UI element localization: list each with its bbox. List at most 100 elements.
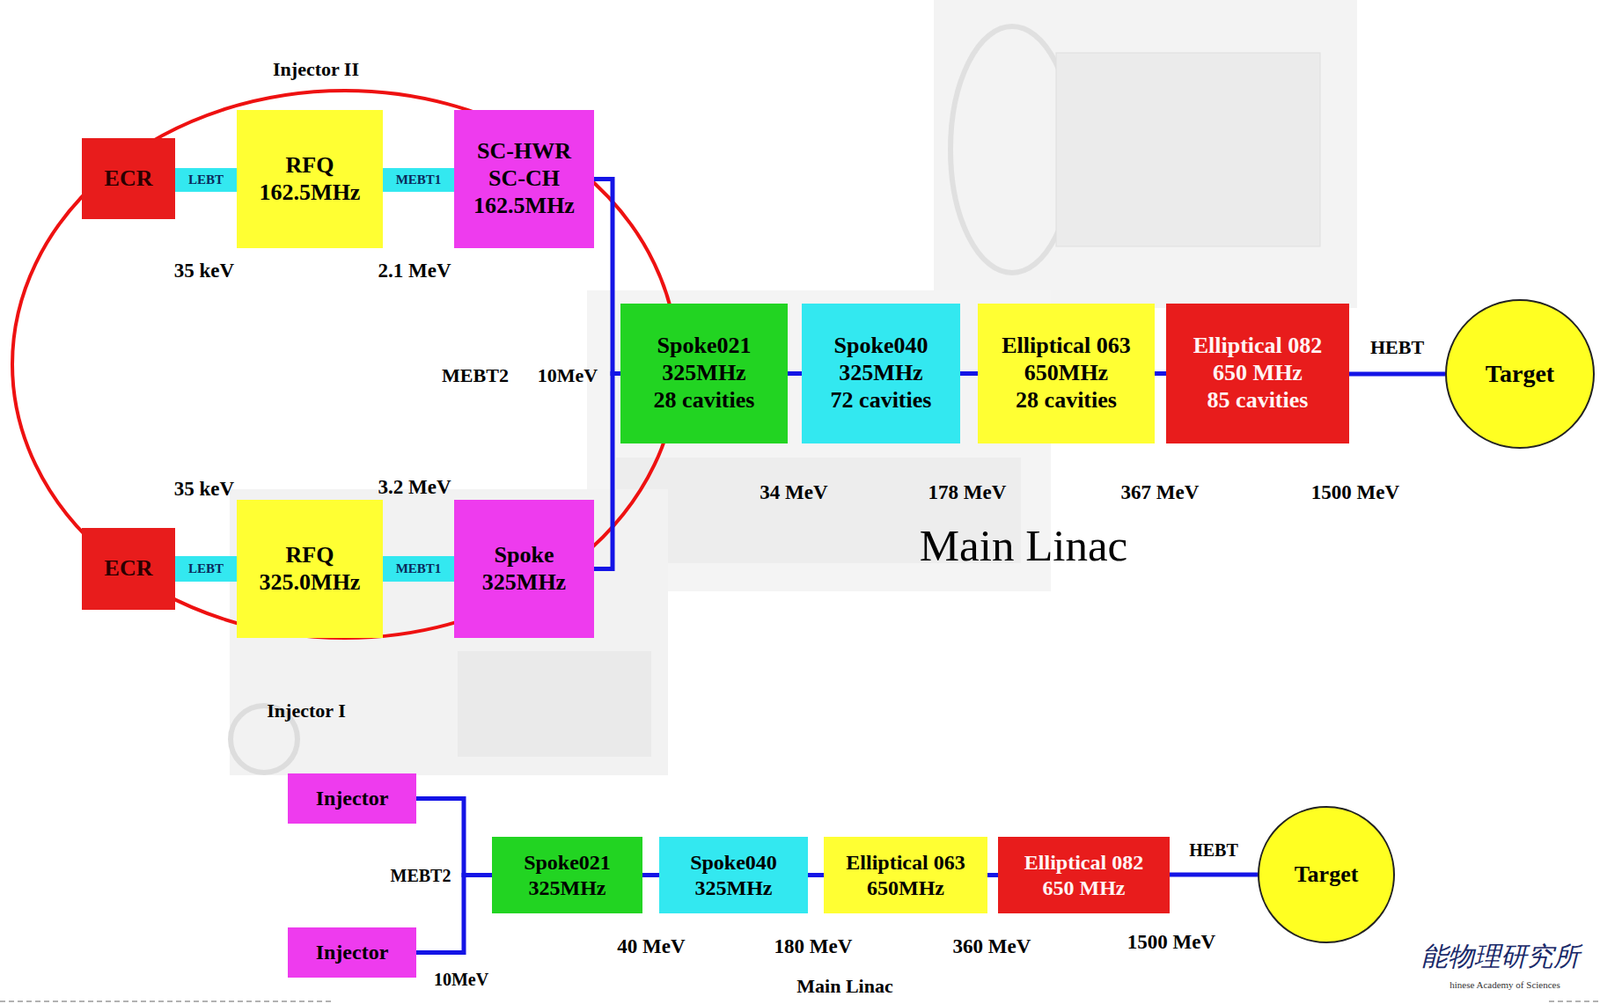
cavity-box: SC-HWRSC-CH162.5MHz: [454, 110, 595, 249]
node-text: LEBT: [188, 561, 224, 578]
energy-label: 35 keV: [174, 477, 235, 501]
linac-section-box: Spoke021325MHz28 cavities: [620, 303, 788, 444]
beam-line: [642, 873, 660, 878]
linac-section-box: Elliptical 063650MHz28 cavities: [977, 303, 1155, 444]
linac-section-box: Elliptical 082650 MHz: [998, 836, 1170, 914]
footer-rule: [0, 1000, 335, 1003]
node-text: Elliptical 063: [845, 850, 965, 875]
beam-line: [594, 374, 621, 570]
node-text: LEBT: [188, 172, 224, 189]
linac-section-box: Spoke021325MHz: [491, 836, 643, 914]
node-text: 28 cavities: [1015, 387, 1117, 415]
rfq-box: RFQ325.0MHz: [236, 499, 383, 639]
beam-line: [416, 799, 492, 876]
node-text: 325MHz: [838, 359, 923, 388]
edge-label: HEBT: [1188, 840, 1239, 861]
node-text: 650MHz: [866, 875, 945, 901]
node-text: 28 cavities: [653, 387, 756, 415]
ion-source-box: ECR: [81, 528, 176, 610]
node-text: 162.5MHz: [259, 179, 361, 207]
injector-ii-highlight: [12, 90, 678, 639]
energy-label: 180 MeV: [774, 935, 853, 959]
photo-panel: [229, 489, 668, 776]
energy-label: 3.2 MeV: [377, 476, 451, 500]
beam-line: [987, 873, 999, 878]
beam-line: [594, 179, 621, 375]
energy-label: 34 MeV: [759, 481, 828, 505]
energy-label: 367 MeV: [1121, 481, 1200, 505]
energy-label: 35 keV: [174, 259, 235, 283]
node-text: Spoke: [494, 542, 555, 570]
node-text: ECR: [104, 165, 154, 193]
injector-box: Injector: [287, 927, 417, 978]
section-title: Injector II: [272, 58, 360, 81]
photo-cryostat: [950, 26, 1074, 273]
node-text: RFQ: [286, 542, 335, 570]
node-text: 325MHz: [661, 359, 746, 388]
energy-label: 2.1 MeV: [377, 259, 451, 283]
node-text: Spoke040: [834, 332, 929, 360]
node-text: 325MHz: [528, 875, 607, 901]
institute-logo: hinese Academy of Sciences: [1449, 979, 1561, 991]
linac-section-box: Spoke040325MHz72 cavities: [801, 303, 961, 444]
node-text: Elliptical 082: [1024, 850, 1144, 875]
transport-label: MEBT2: [441, 364, 509, 388]
node-text: MEBT1: [396, 172, 442, 189]
energy-label: 40 MeV: [616, 935, 685, 959]
transport-box: MEBT1: [382, 168, 455, 192]
footer-rule: [1548, 1000, 1600, 1003]
transport-box: LEBT: [175, 168, 237, 192]
node-text: Spoke021: [657, 332, 752, 360]
transport-label: MEBT2: [390, 866, 452, 887]
node-text: ECR: [104, 555, 154, 583]
target-circle: Target: [1257, 806, 1395, 944]
injector-box: Injector: [287, 773, 417, 824]
node-text: 85 cavities: [1207, 387, 1309, 415]
energy-label: 10MeV: [537, 364, 598, 388]
photo-detail: [457, 651, 652, 757]
beam-line: [1169, 873, 1258, 878]
linac-section-box: Spoke040325MHz: [659, 836, 808, 914]
section-title: Main Linac: [796, 975, 893, 999]
node-text: 650MHz: [1024, 359, 1109, 388]
energy-label: 10MeV: [433, 969, 489, 991]
node-text: SC-HWR: [477, 138, 572, 166]
node-text: 162.5MHz: [473, 192, 575, 221]
node-text: 650 MHz: [1212, 359, 1303, 388]
photo-detail: [1056, 52, 1321, 247]
linac-section-box: Elliptical 082650 MHz85 cavities: [1166, 303, 1350, 444]
beam-line: [1349, 372, 1446, 377]
node-text: SC-CH: [488, 165, 560, 193]
node-text: MEBT1: [396, 561, 442, 578]
section-title: Injector I: [266, 699, 345, 723]
node-text: Spoke021: [523, 850, 611, 875]
node-text: 325MHz: [695, 875, 773, 901]
edge-label: HEBT: [1370, 336, 1424, 360]
node-text: Elliptical 082: [1193, 332, 1323, 360]
energy-label: 1500 MeV: [1127, 931, 1216, 955]
node-text: Spoke040: [689, 850, 778, 875]
beam-line: [1154, 371, 1167, 376]
transport-box: LEBT: [175, 556, 237, 582]
section-title: Main Linac: [919, 520, 1129, 572]
node-text: Target: [1485, 359, 1555, 389]
node-text: 325MHz: [482, 569, 566, 597]
energy-label: 1500 MeV: [1311, 481, 1400, 505]
energy-label: 178 MeV: [928, 481, 1007, 505]
node-text: RFQ: [286, 152, 335, 180]
linac-section-box: Elliptical 063650MHz: [823, 836, 988, 914]
beam-line: [807, 873, 824, 878]
beam-line: [787, 371, 802, 376]
ion-source-box: ECR: [81, 138, 176, 220]
target-circle: Target: [1445, 299, 1595, 449]
node-text: 72 cavities: [830, 387, 933, 415]
beam-line: [416, 875, 492, 954]
rfq-box: RFQ162.5MHz: [236, 110, 383, 249]
node-text: Injector: [315, 939, 389, 965]
transport-box: MEBT1: [382, 556, 455, 582]
node-text: Injector: [315, 785, 389, 811]
photo-panel: [933, 0, 1358, 309]
institute-logo: 能物理研究所: [1421, 939, 1580, 976]
node-text: Target: [1294, 861, 1359, 889]
